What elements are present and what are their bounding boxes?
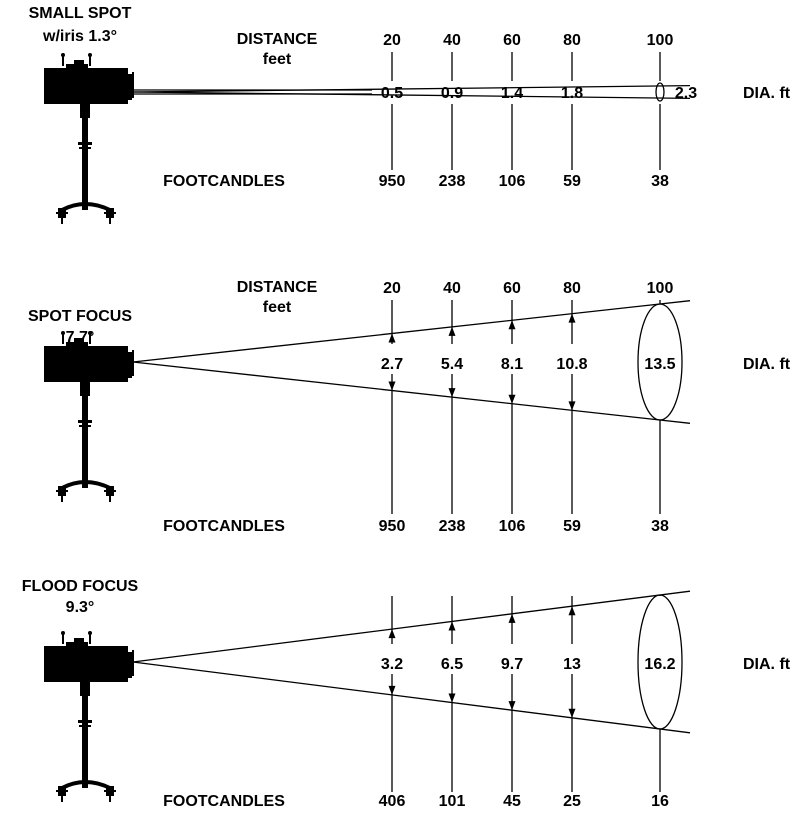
diameter-value: 16.2 bbox=[644, 656, 675, 673]
distance-label: DISTANCE bbox=[237, 279, 318, 296]
dimension-arrow-up bbox=[388, 333, 396, 343]
dimension-arrow-up bbox=[508, 320, 516, 330]
footcandle-value: 59 bbox=[563, 518, 581, 535]
diameter-value: 2.7 bbox=[381, 356, 403, 373]
diameter-value: 3.2 bbox=[381, 656, 403, 673]
dimension-arrow-down bbox=[508, 701, 516, 711]
dimension-arrow-down bbox=[568, 401, 576, 411]
diameter-value: 1.4 bbox=[501, 85, 523, 102]
footcandle-value: 106 bbox=[499, 518, 526, 535]
spotlight-fixture-icon bbox=[42, 329, 136, 504]
dia-ft-label: DIA. ft bbox=[743, 656, 791, 673]
dimension-arrow-up bbox=[448, 621, 456, 631]
beam-cross-section bbox=[655, 82, 665, 102]
section-subtitle: w/iris 1.3° bbox=[42, 28, 117, 45]
footcandle-value: 238 bbox=[439, 173, 466, 190]
footcandle-value: 16 bbox=[651, 793, 669, 810]
section-spot-focus: SPOT FOCUS 7.7° DISTANCE feet 20 40 60 80 100 2.7… bbox=[28, 279, 791, 535]
diameter-value: 5.4 bbox=[441, 356, 463, 373]
footcandle-value: 59 bbox=[563, 173, 581, 190]
footcandles-label: FOOTCANDLES bbox=[163, 173, 285, 190]
diameter-value: 13 bbox=[563, 656, 581, 673]
dia-ft-label: DIA. ft bbox=[743, 85, 791, 102]
distance-value: 80 bbox=[563, 32, 581, 49]
section-flood-focus: FLOOD FOCUS 9.3° 3.2 406 6.5 101 9.7 45 13 25 16.2… bbox=[22, 578, 791, 810]
diameter-value: 13.5 bbox=[644, 356, 675, 373]
feet-label: feet bbox=[263, 299, 292, 316]
beam-edge-top bbox=[132, 590, 691, 663]
distance-value: 100 bbox=[647, 280, 674, 297]
dimension-arrow-up bbox=[448, 326, 456, 336]
diameter-value: 0.5 bbox=[381, 85, 403, 102]
footcandle-value: 38 bbox=[651, 518, 669, 535]
distance-value: 40 bbox=[443, 280, 461, 297]
diameter-value: 6.5 bbox=[441, 656, 463, 673]
footcandle-value: 950 bbox=[379, 173, 406, 190]
dimension-arrow-up bbox=[508, 613, 516, 623]
footcandle-value: 45 bbox=[503, 793, 521, 810]
distance-value: 20 bbox=[383, 280, 401, 297]
distance-value: 60 bbox=[503, 32, 521, 49]
section-title: SPOT FOCUS bbox=[28, 308, 132, 325]
footcandles-label: FOOTCANDLES bbox=[163, 518, 285, 535]
footcandle-value: 25 bbox=[563, 793, 581, 810]
section-subtitle: 7.7° bbox=[66, 329, 95, 346]
dimension-arrow-up bbox=[568, 606, 576, 616]
distance-label: DISTANCE bbox=[237, 31, 318, 48]
section-small-spot: SMALL SPOT w/iris 1.3° DISTANCE feet 20 40 60 8… bbox=[29, 5, 791, 226]
footcandle-value: 238 bbox=[439, 518, 466, 535]
dimension-arrow-down bbox=[388, 685, 396, 695]
section-subtitle: 9.3° bbox=[66, 599, 95, 616]
dimension-arrow-down bbox=[568, 708, 576, 718]
footcandle-value: 38 bbox=[651, 173, 669, 190]
spotlight-fixture-icon bbox=[42, 629, 136, 804]
beam-edge-bottom bbox=[132, 361, 691, 424]
section-title: SMALL SPOT bbox=[29, 5, 132, 22]
footcandle-value: 106 bbox=[499, 173, 526, 190]
footcandles-label: FOOTCANDLES bbox=[163, 793, 285, 810]
distance-value: 60 bbox=[503, 280, 521, 297]
footcandle-value: 950 bbox=[379, 518, 406, 535]
dimension-arrow-down bbox=[448, 388, 456, 398]
diameter-value: 9.7 bbox=[501, 656, 523, 673]
beam-edge-bottom bbox=[132, 661, 691, 734]
spotlight-fixture-icon bbox=[42, 51, 136, 226]
dimension-arrow-down bbox=[448, 693, 456, 703]
dia-ft-label: DIA. ft bbox=[743, 356, 791, 373]
beam-edge-top bbox=[132, 85, 691, 93]
beam-edge-bottom bbox=[132, 91, 691, 99]
diameter-value: 2.3 bbox=[675, 85, 697, 102]
dimension-arrow-down bbox=[388, 381, 396, 391]
dimension-arrow-up bbox=[388, 629, 396, 639]
footcandle-value: 101 bbox=[439, 793, 466, 810]
diameter-value: 0.9 bbox=[441, 85, 463, 102]
section-title: FLOOD FOCUS bbox=[22, 578, 139, 595]
distance-value: 80 bbox=[563, 280, 581, 297]
dimension-arrow-down bbox=[508, 394, 516, 404]
beam-edge-top bbox=[132, 300, 691, 363]
diameter-value: 10.8 bbox=[556, 356, 587, 373]
dimension-arrow-up bbox=[568, 313, 576, 323]
distance-value: 100 bbox=[647, 32, 674, 49]
footcandle-value: 406 bbox=[379, 793, 406, 810]
distance-value: 40 bbox=[443, 32, 461, 49]
feet-label: feet bbox=[263, 51, 292, 68]
distance-value: 20 bbox=[383, 32, 401, 49]
diameter-value: 8.1 bbox=[501, 356, 523, 373]
diameter-value: 1.8 bbox=[561, 85, 583, 102]
